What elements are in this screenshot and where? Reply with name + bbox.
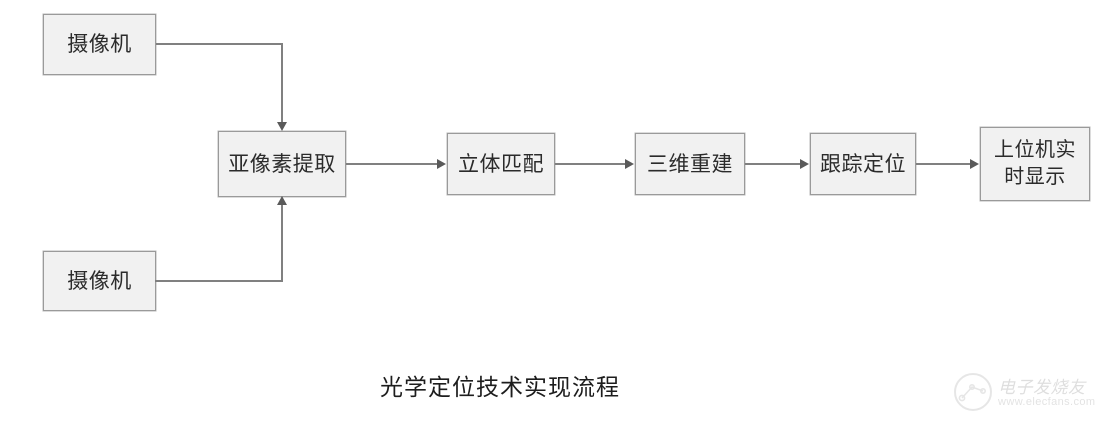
node-camera-bottom: 摄像机 bbox=[43, 251, 156, 311]
watermark-brand: 电子发烧友 bbox=[998, 378, 1086, 398]
watermark: 电子发烧友 www.elecfans.com bbox=[952, 366, 1102, 422]
edge-subpixel-to-stereo-line bbox=[346, 163, 438, 165]
elecfans-logo-icon bbox=[952, 371, 994, 418]
edge-tracking-to-host-line bbox=[916, 163, 971, 165]
node-host-display: 上位机实 时显示 bbox=[980, 127, 1090, 201]
edge-camera-bottom-to-subpixel-vertical bbox=[281, 205, 283, 281]
edge-camera-top-to-subpixel-horizontal bbox=[156, 43, 283, 45]
watermark-text: 电子发烧友 www.elecfans.com bbox=[998, 379, 1096, 408]
node-subpixel-extraction: 亚像素提取 bbox=[218, 131, 346, 197]
edge-stereo-to-3d-line bbox=[555, 163, 626, 165]
figure-caption: 光学定位技术实现流程 bbox=[380, 375, 620, 400]
node-camera-top: 摄像机 bbox=[43, 14, 156, 75]
edge-3d-to-tracking-line bbox=[745, 163, 801, 165]
edge-camera-bottom-to-subpixel-horizontal bbox=[155, 280, 283, 282]
edge-camera-top-to-subpixel-vertical bbox=[281, 43, 283, 123]
arrowhead-down-icon bbox=[277, 122, 287, 131]
node-tracking-location: 跟踪定位 bbox=[810, 133, 916, 195]
arrowhead-up-icon bbox=[277, 196, 287, 205]
arrowhead-right-icon bbox=[800, 159, 809, 169]
arrowhead-right-icon bbox=[437, 159, 446, 169]
arrowhead-right-icon bbox=[970, 159, 979, 169]
arrowhead-right-icon bbox=[625, 159, 634, 169]
watermark-url: www.elecfans.com bbox=[998, 396, 1096, 409]
node-stereo-matching: 立体匹配 bbox=[447, 133, 555, 195]
node-3d-reconstruction: 三维重建 bbox=[635, 133, 745, 195]
